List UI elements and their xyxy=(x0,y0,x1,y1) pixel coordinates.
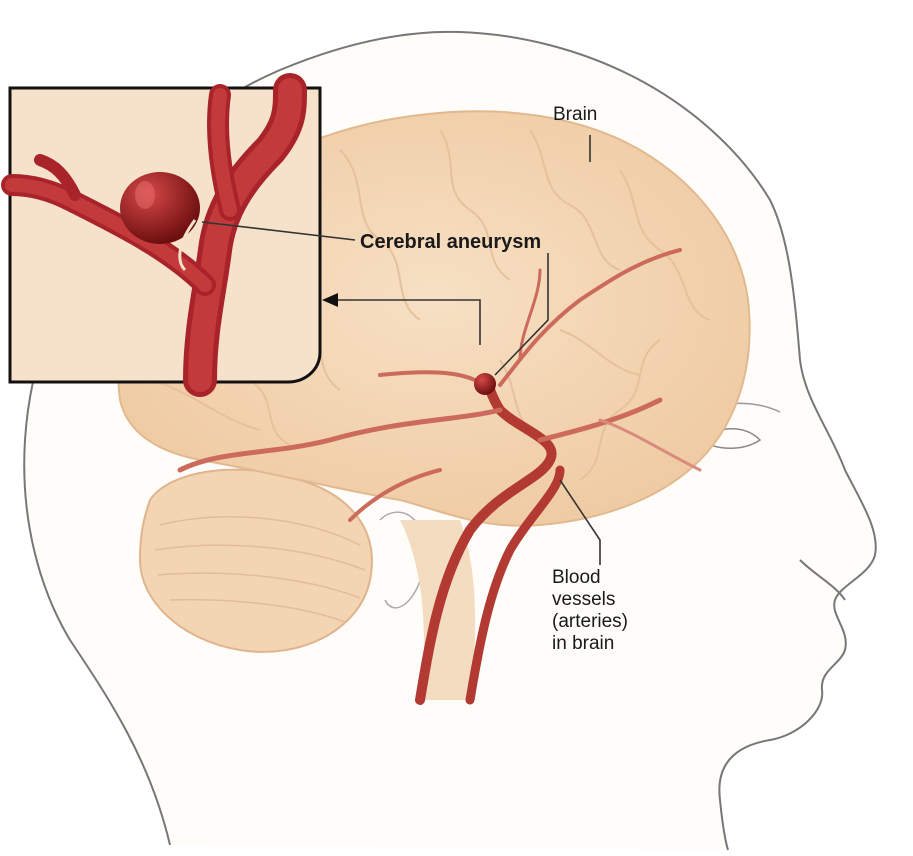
label-blood-vessels: Blood vessels (arteries) in brain xyxy=(552,567,628,655)
label-blood-vessels-line-3: (arteries) xyxy=(552,611,628,633)
label-blood-vessels-line-4: in brain xyxy=(552,633,628,655)
label-cerebral-aneurysm: Cerebral aneurysm xyxy=(360,231,541,253)
inset-panel xyxy=(10,88,320,382)
label-brain: Brain xyxy=(553,104,597,126)
label-blood-vessels-line-2: vessels xyxy=(552,589,628,611)
aneurysm-small xyxy=(474,373,496,395)
label-blood-vessels-line-1: Blood xyxy=(552,567,628,589)
